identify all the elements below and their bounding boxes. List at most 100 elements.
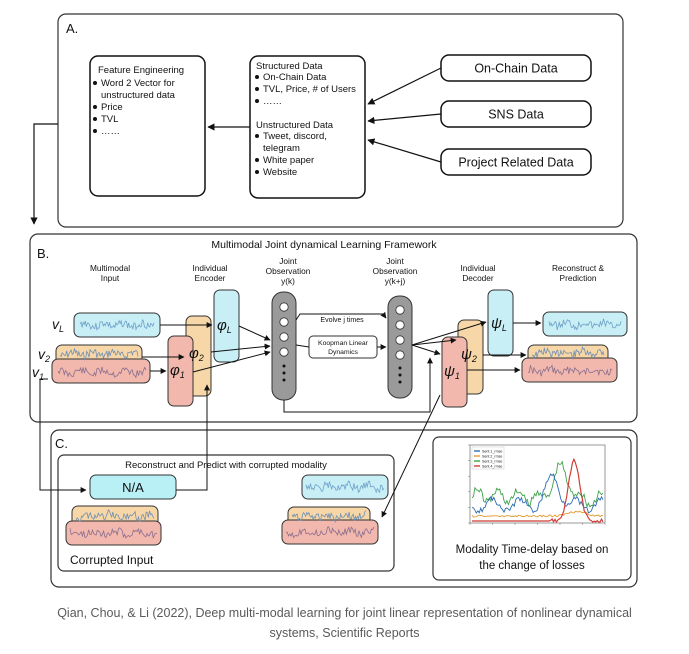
structured-item: …… xyxy=(263,96,282,107)
header-decoder: Decoder xyxy=(462,273,494,283)
header-multimodal-input: Input xyxy=(101,273,120,283)
joint-observation-kj xyxy=(387,295,413,399)
signal-trace xyxy=(531,345,605,361)
evolve-label: Evolve j times xyxy=(320,317,364,324)
section-b-letter: B. xyxy=(37,246,49,261)
decoder-label: ψL xyxy=(491,315,507,333)
structured-title: Structured Data xyxy=(256,61,323,72)
source-label: On-Chain Data xyxy=(474,62,557,76)
unstructured-item: telegram xyxy=(263,143,300,154)
delay-caption: the change of losses xyxy=(479,560,585,572)
signal-trace xyxy=(75,509,155,523)
header-joint-kj: Observation xyxy=(373,266,418,276)
legend-label: Sent.1_rmse xyxy=(482,450,502,454)
fe-item: Word 2 Vector for xyxy=(101,78,175,89)
data-types-list: Structured Data On-Chain Data TVL, Price… xyxy=(255,61,356,178)
header-joint-kj: y(k+j) xyxy=(385,276,406,286)
header-reconstruct: Prediction xyxy=(560,273,597,283)
source-label: SNS Data xyxy=(488,108,544,122)
delay-caption: Modality Time-delay based on xyxy=(456,544,609,556)
structured-item: On-Chain Data xyxy=(263,72,327,83)
encoder-label: φ2 xyxy=(189,345,204,363)
source-label: Project Related Data xyxy=(458,156,573,170)
series-line-orange xyxy=(471,510,604,518)
unstructured-title: Unstructured Data xyxy=(256,120,334,131)
signal-trace xyxy=(285,526,375,539)
signal-trace xyxy=(69,527,158,539)
signal-trace xyxy=(305,480,385,494)
signal-trace xyxy=(79,319,155,331)
encoder-1 xyxy=(167,335,194,407)
section-a-letter: A. xyxy=(66,21,78,36)
unstructured-item: Website xyxy=(263,167,297,178)
section-b-arrows xyxy=(142,311,542,413)
corrupted-input-label: Corrupted Input xyxy=(70,553,154,567)
header-decoder: Individual xyxy=(460,263,495,273)
modality-labels: vL v2 v1 xyxy=(32,316,64,382)
header-joint-k: Observation xyxy=(266,266,311,276)
header-joint-k: Joint xyxy=(279,256,297,266)
feature-engineering-title: Feature Engineering xyxy=(98,65,184,76)
signal-trace xyxy=(59,348,139,361)
modality-v-l: vL xyxy=(52,316,64,334)
encoder-stack: φL φ2 φ1 xyxy=(167,289,240,407)
decoder-label: ψ2 xyxy=(461,346,477,364)
legend-label: Sent.4_rmse xyxy=(482,465,502,469)
modality-v-1: v1 xyxy=(32,364,44,382)
feature-engineering-box xyxy=(89,55,206,197)
caption-line: systems, Scientific Reports xyxy=(269,626,420,640)
legend-label: Sent.2_rmse xyxy=(482,455,502,459)
section-b-headers: Multimodal Input Individual Encoder Join… xyxy=(90,256,605,286)
signal-trace xyxy=(527,364,613,377)
chart-legend: Sent.1_rmse Sent.2_rmse Sent.3_rmse Sent… xyxy=(471,446,505,470)
time-delay-chart: Sent.1_rmse Sent.2_rmse Sent.3_rmse Sent… xyxy=(468,444,606,525)
encoder-label: φL xyxy=(217,317,232,335)
section-b-title: Multimodal Joint dynamical Learning Fram… xyxy=(211,239,437,251)
corrupted-subpanel xyxy=(57,454,395,572)
series-line-red xyxy=(472,457,604,524)
section-a-arrows xyxy=(30,67,442,225)
modality-v-2: v2 xyxy=(38,346,50,364)
fe-item: Price xyxy=(101,102,123,113)
figure-caption: Qian, Chou, & Li (2022), Deep multi-moda… xyxy=(0,603,689,643)
na-box xyxy=(89,474,177,500)
section-c-panel xyxy=(50,429,638,588)
legend-label: Sent.3_rmse xyxy=(482,460,502,464)
header-multimodal-input: Multimodal xyxy=(90,263,130,273)
section-b-panel xyxy=(29,233,638,423)
feature-engineering-list: Word 2 Vector for unstructured data Pric… xyxy=(93,78,176,137)
input-series-stack xyxy=(51,312,161,384)
encoder-label: φ1 xyxy=(170,362,185,380)
decoder-1 xyxy=(441,336,468,408)
fe-item: TVL xyxy=(101,114,118,125)
section-c-letter: C. xyxy=(55,436,68,451)
section-a-panel xyxy=(57,13,624,228)
output-series-stack xyxy=(521,311,628,383)
signal-trace xyxy=(548,318,622,331)
koopman-label: Koopman Linear xyxy=(318,340,369,347)
section-c-arrows xyxy=(39,378,441,518)
koopman-label: Dynamics xyxy=(328,349,358,356)
structured-item: TVL, Price, # of Users xyxy=(263,84,356,95)
fe-item: unstructured data xyxy=(101,90,176,101)
corrupted-input-stack xyxy=(65,505,162,546)
unstructured-item: White paper xyxy=(263,155,314,166)
signal-trace xyxy=(57,366,147,379)
corrupted-subtitle: Reconstruct and Predict with corrupted m… xyxy=(125,460,327,471)
joint-observation-k xyxy=(271,291,297,401)
header-encoder: Encoder xyxy=(195,273,226,283)
header-encoder: Individual xyxy=(192,263,227,273)
series-line-blue xyxy=(471,473,604,514)
decoder-label: ψ1 xyxy=(444,363,460,381)
fe-item: …… xyxy=(101,126,120,137)
reconstructed-stack xyxy=(281,474,389,545)
header-reconstruct: Reconstruct & xyxy=(552,263,605,273)
na-label: N/A xyxy=(122,480,144,495)
decoder-stack: ψL ψ2 ψ1 xyxy=(441,289,514,408)
caption-line: Qian, Chou, & Li (2022), Deep multi-moda… xyxy=(57,606,632,620)
unstructured-item: Tweet, discord, xyxy=(263,131,327,142)
header-joint-k: y(k) xyxy=(281,276,295,286)
signal-trace xyxy=(291,510,367,523)
chart-ticks xyxy=(468,444,606,525)
